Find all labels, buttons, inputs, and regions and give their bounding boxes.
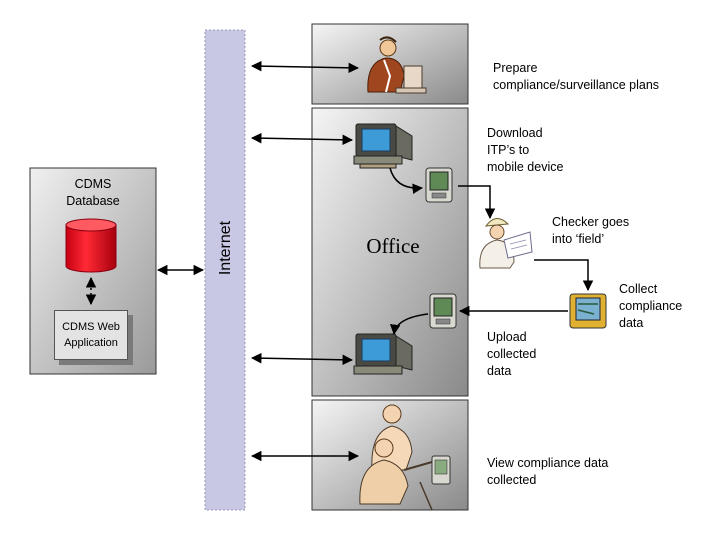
step-download-label: Download ITP’s to mobile device [487,126,564,174]
pda-device-icon [429,293,457,329]
arrow-internet-prepare [250,60,360,74]
arrow-pda-to-computer [389,313,429,336]
arrow-internet-office-bottom [250,352,354,366]
arrow-pda-to-checker [458,185,496,220]
database-cylinder-icon [65,218,117,273]
businessman-at-computer-icon [367,36,427,94]
pda-device-icon [425,167,453,203]
step-prepare-label: Prepare compliance/surveillance plans [493,61,660,92]
desktop-computer-icon [353,333,413,375]
step-view-label: View compliance data collected [487,456,609,487]
database-title: CDMS Database [66,177,120,208]
desktop-computer-icon [353,123,413,169]
pda-handheld-icon [569,293,607,329]
step-collect-label: Collect compliance data [619,282,683,330]
cdms-web-application-box: CDMS Web Application [54,310,128,360]
checker-worker-icon [479,218,533,269]
step-upload-label: Upload collected data [487,330,537,378]
office-label: Office [366,234,420,258]
arrow-checker-to-collect [534,259,594,292]
internet-label: Internet [217,220,234,276]
internet-bar [204,29,246,511]
people-viewing-data-icon [359,404,451,511]
arrow-computer-to-pda [389,167,424,194]
arrow-internet-office-top [250,132,354,146]
step-field-label: Checker goes into ‘field’ [552,215,630,246]
